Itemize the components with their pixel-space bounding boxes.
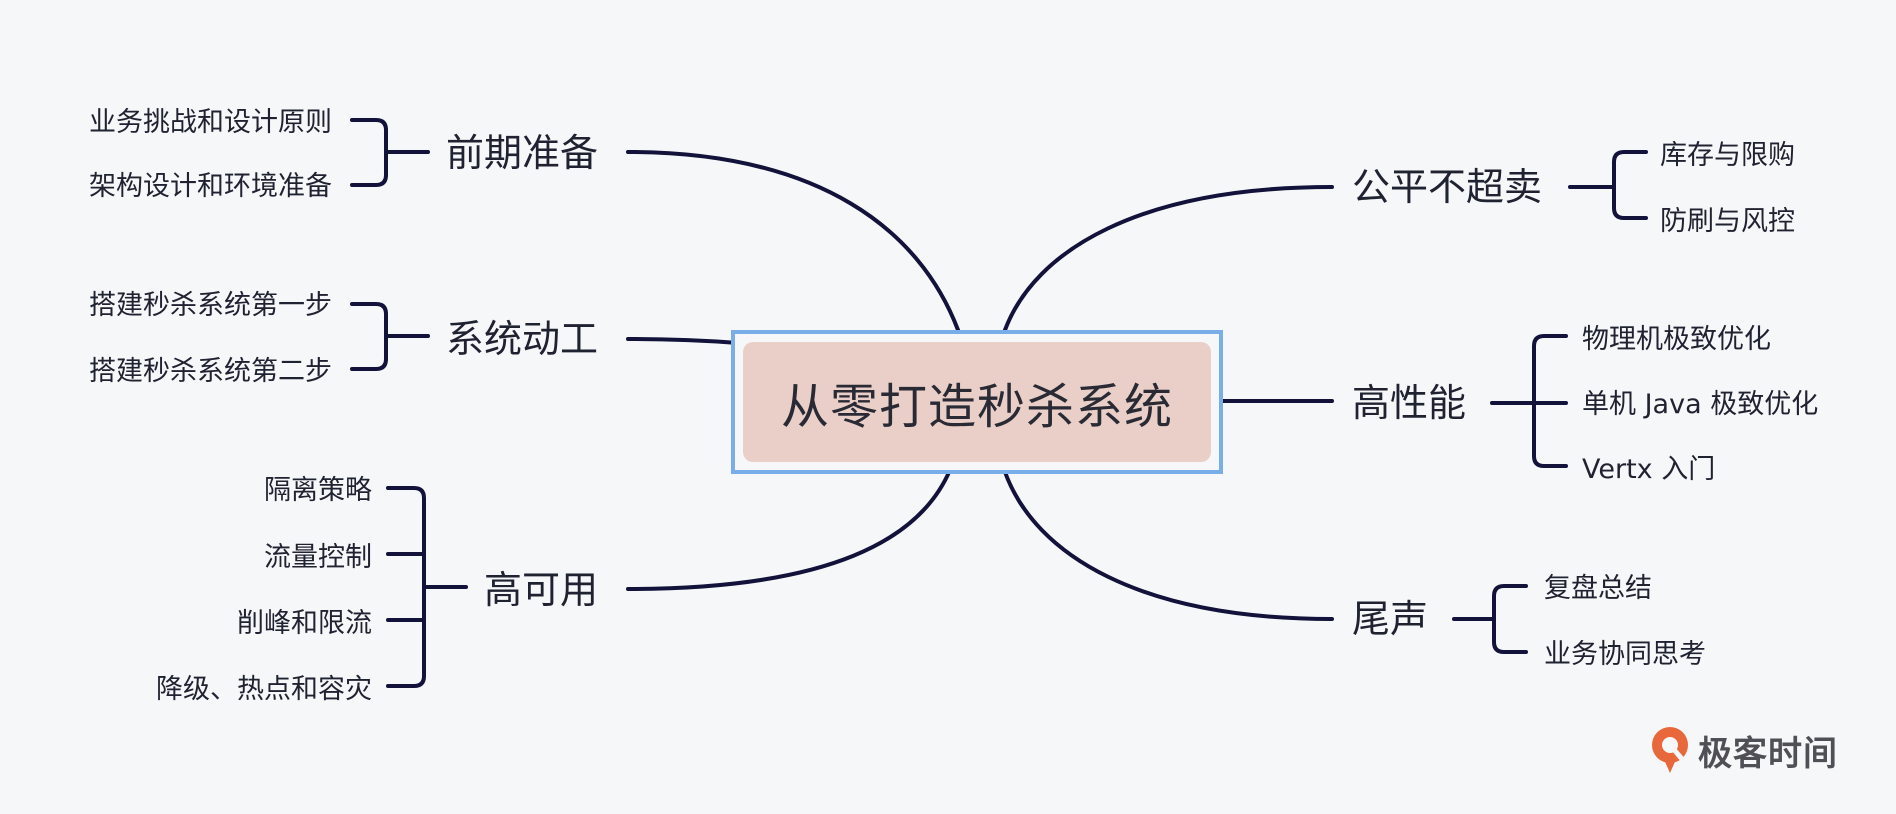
central-topic-label: 从零打造秒杀系统 [780,379,1173,435]
central-topic-box: 从零打造秒杀系统 [743,342,1211,462]
geektime-logo-text: 极客时间 [1698,733,1838,774]
geektime-logo-icon [1652,727,1688,773]
link-end [1003,470,1334,621]
bracket-end [1452,584,1528,654]
leaf-prep-2: 架构设计和环境准备 [89,171,332,202]
leaf-perf-1: 物理机极致优化 [1582,324,1771,355]
branch-perf-label: 高性能 [1352,381,1467,425]
bracket-perf [1490,334,1568,468]
leaf-end-2: 业务协同思考 [1544,639,1706,670]
leaf-end-1: 复盘总结 [1544,573,1652,604]
link-fair [1003,185,1334,332]
leaf-ha-2: 流量控制 [264,542,372,573]
leaf-fair-1: 库存与限购 [1660,140,1795,171]
branch-end-label: 尾声 [1352,597,1429,641]
leaf-perf-2: 单机 Java 极致优化 [1582,389,1819,420]
link-build [626,337,740,345]
branch-fair-label: 公平不超卖 [1352,165,1543,209]
branch-ha-label: 高可用 [484,568,599,612]
bracket-ha [386,486,468,688]
branch-prep-label: 前期准备 [446,131,599,175]
bracket-build [350,302,430,371]
link-prep [626,150,960,332]
leaf-fair-2: 防刷与风控 [1660,206,1795,237]
leaf-perf-3: Vertx 入门 [1582,454,1716,485]
leaf-ha-3: 削峰和限流 [237,608,372,639]
branch-build-label: 系统动工 [446,317,599,361]
leaf-build-1: 搭建秒杀系统第一步 [89,290,332,321]
leaf-prep-1: 业务挑战和设计原则 [89,107,332,138]
leaf-build-2: 搭建秒杀系统第二步 [89,356,332,387]
central-topic: 从零打造秒杀系统 [731,330,1223,474]
bracket-prep [350,118,430,187]
geektime-logo: 极客时间 [1648,724,1838,776]
bracket-fair [1568,150,1648,220]
link-ha [626,468,952,591]
leaf-ha-4: 降级、热点和容灾 [156,674,372,705]
leaf-ha-1: 隔离策略 [264,475,372,506]
